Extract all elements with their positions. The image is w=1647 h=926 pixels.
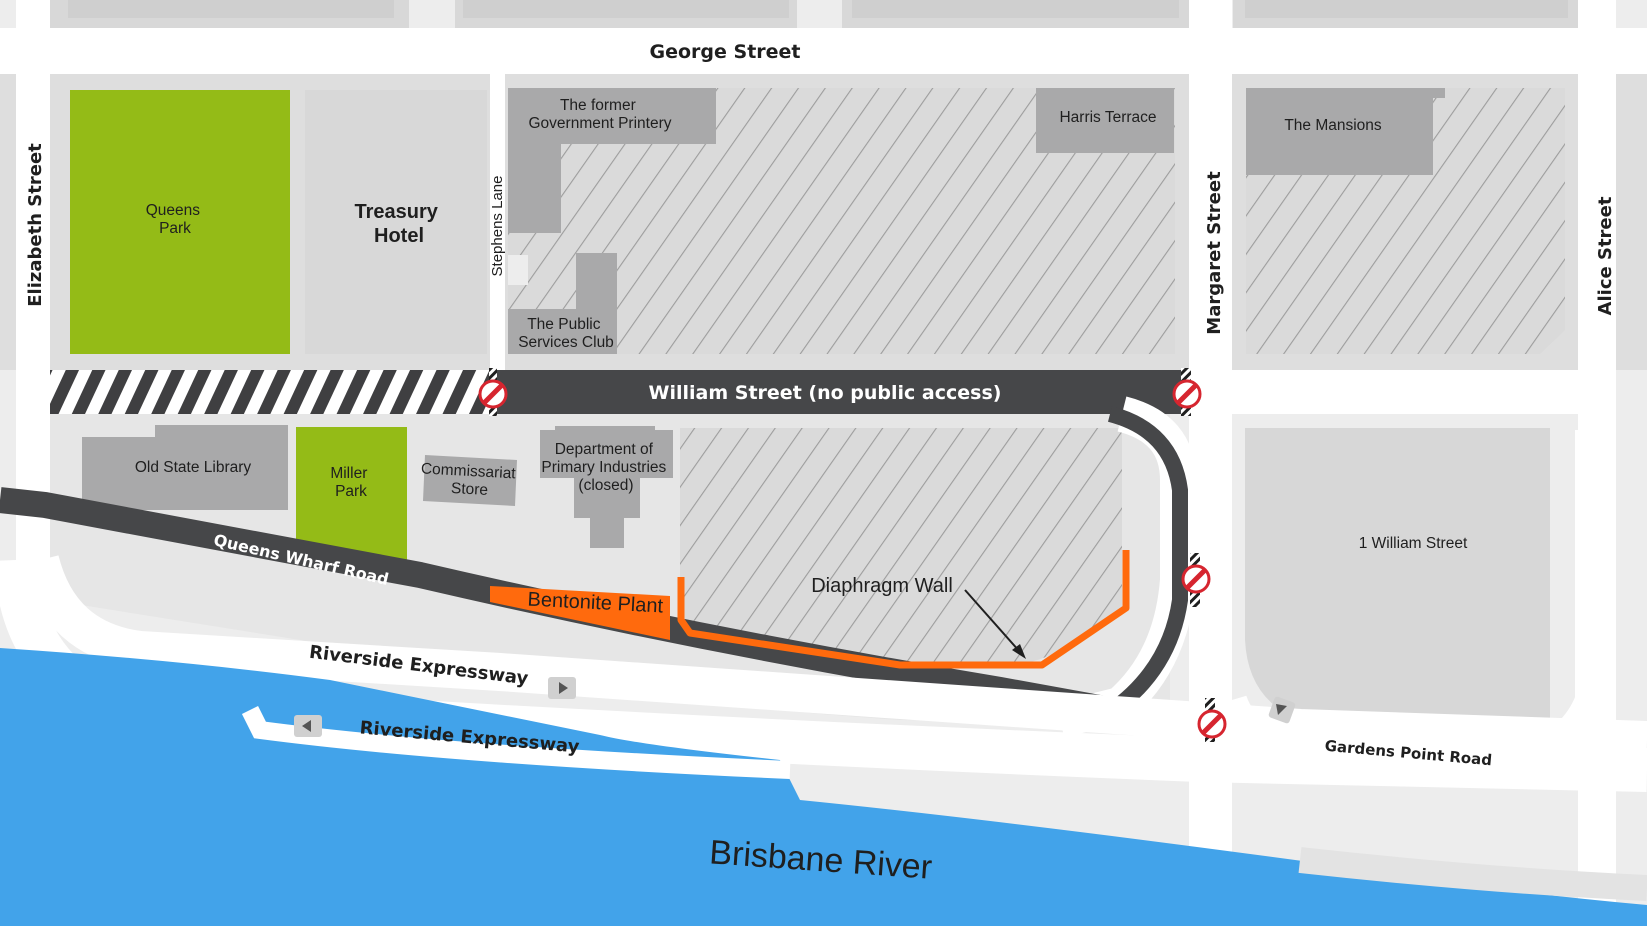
the-mansions-label: The Mansions [1284,117,1382,134]
diaphragm-wall-pointer-head [1012,644,1026,659]
miller-park [296,427,407,565]
arrow-left-icon [294,715,322,737]
william-street-barrier-stripes [50,370,490,414]
queens-park-label: Queens Park [146,202,205,237]
george-street-road [0,28,1647,74]
harris-terrace-label: Harris Terrace [1059,109,1156,126]
william-street-east-road [1232,370,1616,414]
riverside-expressway-inner [21,554,1647,759]
arrow-up-left-icon [1268,696,1296,724]
former-printery-label: The former Government Printery [529,97,672,132]
william-loop-road-closed [1105,406,1188,719]
stephens-lane-road [490,74,505,370]
no-entry-icon [1181,564,1211,594]
commissariat-store-label: Commissariat Store [420,460,521,500]
one-william-street-label: 1 William Street [1359,535,1468,552]
diaphragm-wall-label: Diaphragm Wall [811,575,953,597]
old-state-library-label: Old State Library [135,459,252,476]
north-blocks [50,0,1578,28]
river-edge-road-east [1298,847,1647,901]
mansions-building [1246,88,1445,175]
commissariat-store-building [423,455,517,506]
road-closure-loop [1181,553,1211,607]
alice-street-label: Alice Street [1595,196,1616,315]
treasury-hotel [305,90,487,354]
harris-terrace-building [1036,88,1174,153]
margaret-street-road [1189,0,1232,926]
east-edge-block [1616,74,1647,370]
brisbane-river [0,648,1647,926]
diaphragm-wall-pointer [964,589,1021,653]
no-entry-icon [1172,379,1202,409]
george-street-label: George Street [650,41,801,63]
public-services-club-building [508,253,617,354]
elizabeth-street-label: Elizabeth Street [25,143,46,307]
notch [508,255,528,285]
road-closure-queens-wharf [1197,698,1227,742]
gardens-point-road [1217,430,1605,787]
road-closure-west [478,368,508,416]
miller-park-label: Miller Park [330,465,371,500]
stephens-lane-label: Stephens Lane [489,176,506,277]
queens-park [70,90,290,354]
road-closure-margaret [1172,368,1202,416]
hatched-site-south [680,428,1122,668]
bentonite-plant [490,586,670,640]
treasury-hotel-label: Treasury Hotel [355,201,444,247]
public-services-club-label: The Public Services Club [518,316,614,351]
no-entry-icon [478,379,508,409]
dpi-label: Department of Primary Industries (closed… [541,441,670,494]
mansions-corner-cut [1540,330,1565,354]
arrow-right-icon [548,677,576,699]
diaphragm-wall [677,550,1130,669]
one-william-block [1245,428,1550,720]
william-street-label: William Street (no public access) [649,382,1002,404]
former-printery-building [508,88,716,233]
no-entry-icon [1197,709,1227,739]
dpi-building [540,426,673,548]
old-state-library-building [82,425,288,510]
margaret-street-label: Margaret Street [1204,171,1225,335]
